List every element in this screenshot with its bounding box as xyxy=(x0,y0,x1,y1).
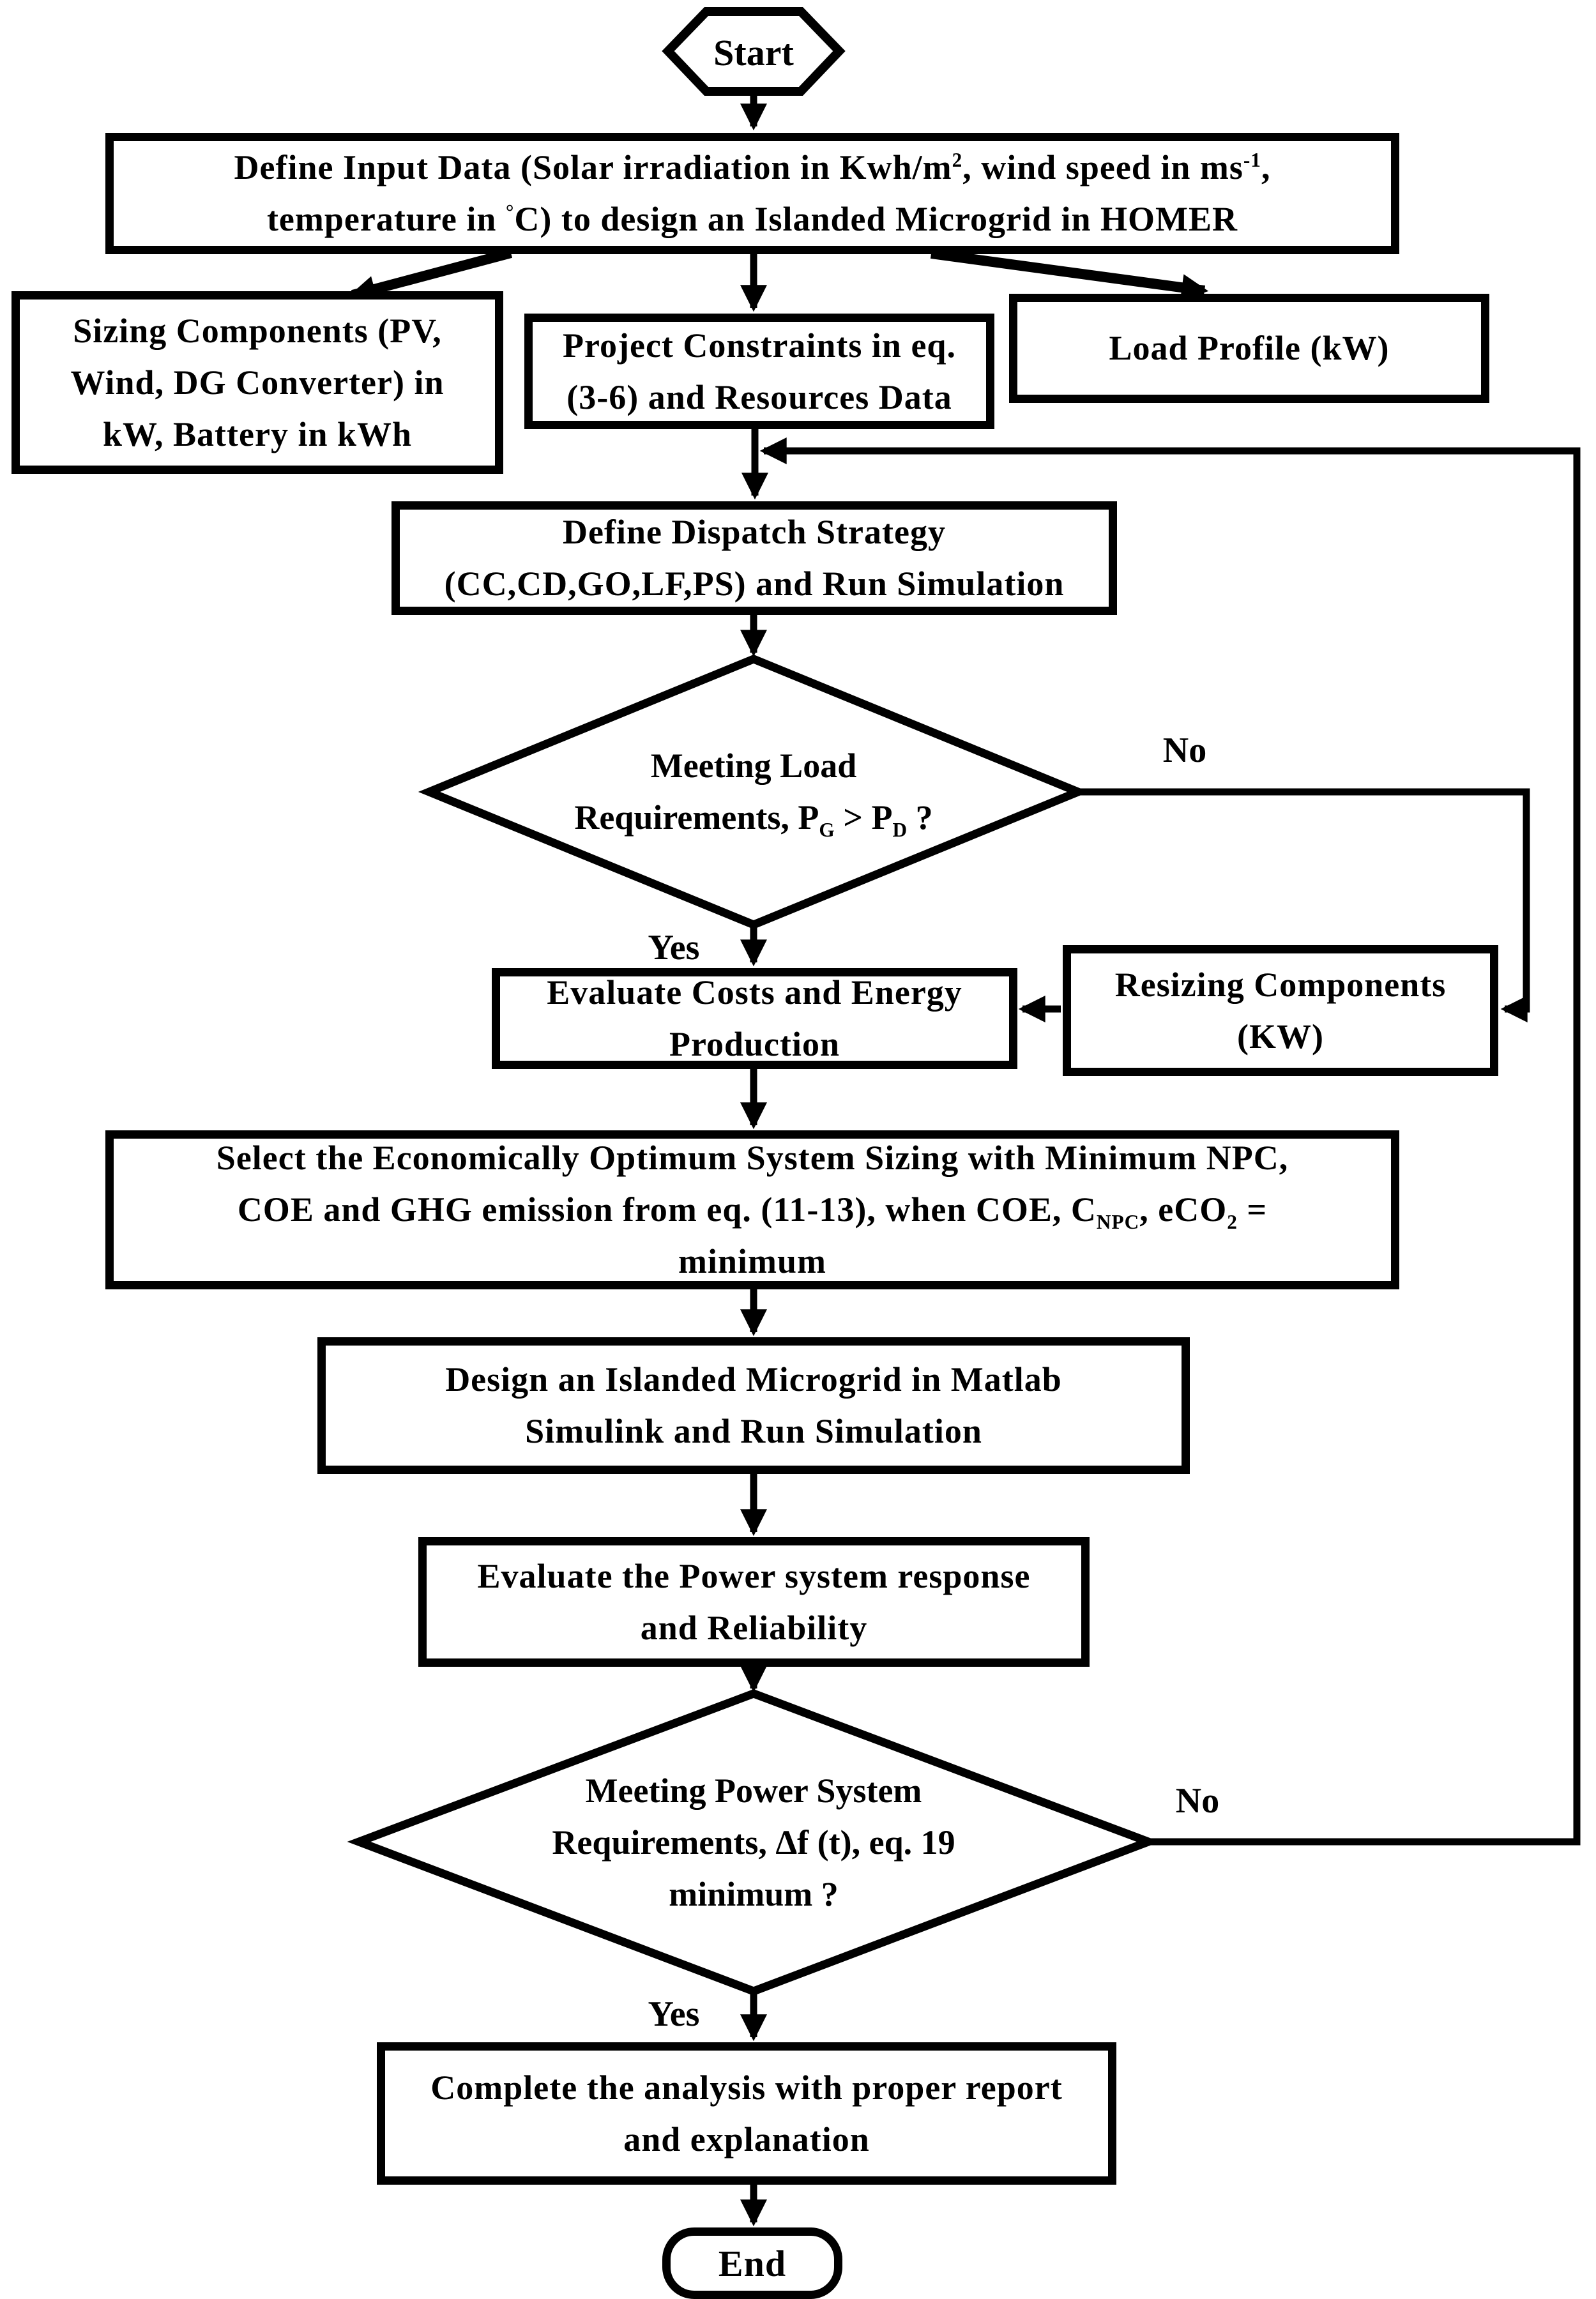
node-select-optimum-label: Select the Economically Optimum System S… xyxy=(216,1139,1289,1280)
node-evaluate-response-label: Evaluate the Power system response and R… xyxy=(477,1556,1031,1647)
start-shape xyxy=(662,7,846,96)
node-resizing-components-label: Resizing Components (KW) xyxy=(1114,965,1447,1056)
node-sizing-components: Sizing Components (PV, Wind, DG Converte… xyxy=(11,291,503,474)
node-project-constraints-label: Project Constraints in eq. (3-6) and Res… xyxy=(563,326,956,416)
node-define-input-label: Define Input Data (Solar irradiation in … xyxy=(234,148,1271,238)
node-evaluate-response: Evaluate the Power system response and R… xyxy=(418,1537,1090,1667)
edge-label-power-yes: Yes xyxy=(648,1994,700,2034)
node-end-label: End xyxy=(718,2242,787,2284)
node-complete-analysis-label: Complete the analysis with proper report… xyxy=(430,2068,1063,2159)
node-dispatch-strategy: Define Dispatch Strategy (CC,CD,GO,LF,PS… xyxy=(391,501,1117,615)
node-dispatch-strategy-label: Define Dispatch Strategy (CC,CD,GO,LF,PS… xyxy=(444,513,1065,603)
node-complete-analysis: Complete the analysis with proper report… xyxy=(377,2042,1116,2185)
decision-load-label: Meeting Load Requirements, PG > PD ? xyxy=(574,747,933,841)
node-project-constraints: Project Constraints in eq. (3-6) and Res… xyxy=(524,314,994,429)
node-load-profile: Load Profile (kW) xyxy=(1009,294,1489,403)
edge-label-load-no: No xyxy=(1162,731,1207,770)
decision-power-label: Meeting Power System Requirements, Δf (t… xyxy=(552,1771,955,1913)
edge-label-power-no: No xyxy=(1175,1781,1220,1821)
edge-define-to-load-profile xyxy=(930,248,1209,301)
edge-decision-load-no xyxy=(1078,788,1530,1022)
edge-define-to-sizing xyxy=(348,248,513,303)
edge-power-no-feedback xyxy=(759,437,1581,1846)
node-load-profile-label: Load Profile (kW) xyxy=(1109,329,1390,367)
node-sizing-components-label: Sizing Components (PV, Wind, DG Converte… xyxy=(70,311,445,453)
node-select-optimum: Select the Economically Optimum System S… xyxy=(105,1130,1399,1289)
node-end: End xyxy=(662,2227,842,2299)
node-design-simulink-label: Design an Islanded Microgrid in Matlab S… xyxy=(445,1360,1062,1450)
node-start-label: Start xyxy=(713,31,794,73)
node-resizing-components: Resizing Components (KW) xyxy=(1063,945,1498,1076)
node-design-simulink: Design an Islanded Microgrid in Matlab S… xyxy=(317,1337,1190,1474)
node-define-input: Define Input Data (Solar irradiation in … xyxy=(105,133,1399,254)
node-evaluate-costs: Evaluate Costs and Energy Production xyxy=(492,968,1017,1069)
edge-label-load-yes: Yes xyxy=(648,928,700,967)
node-evaluate-costs-label: Evaluate Costs and Energy Production xyxy=(547,973,962,1063)
